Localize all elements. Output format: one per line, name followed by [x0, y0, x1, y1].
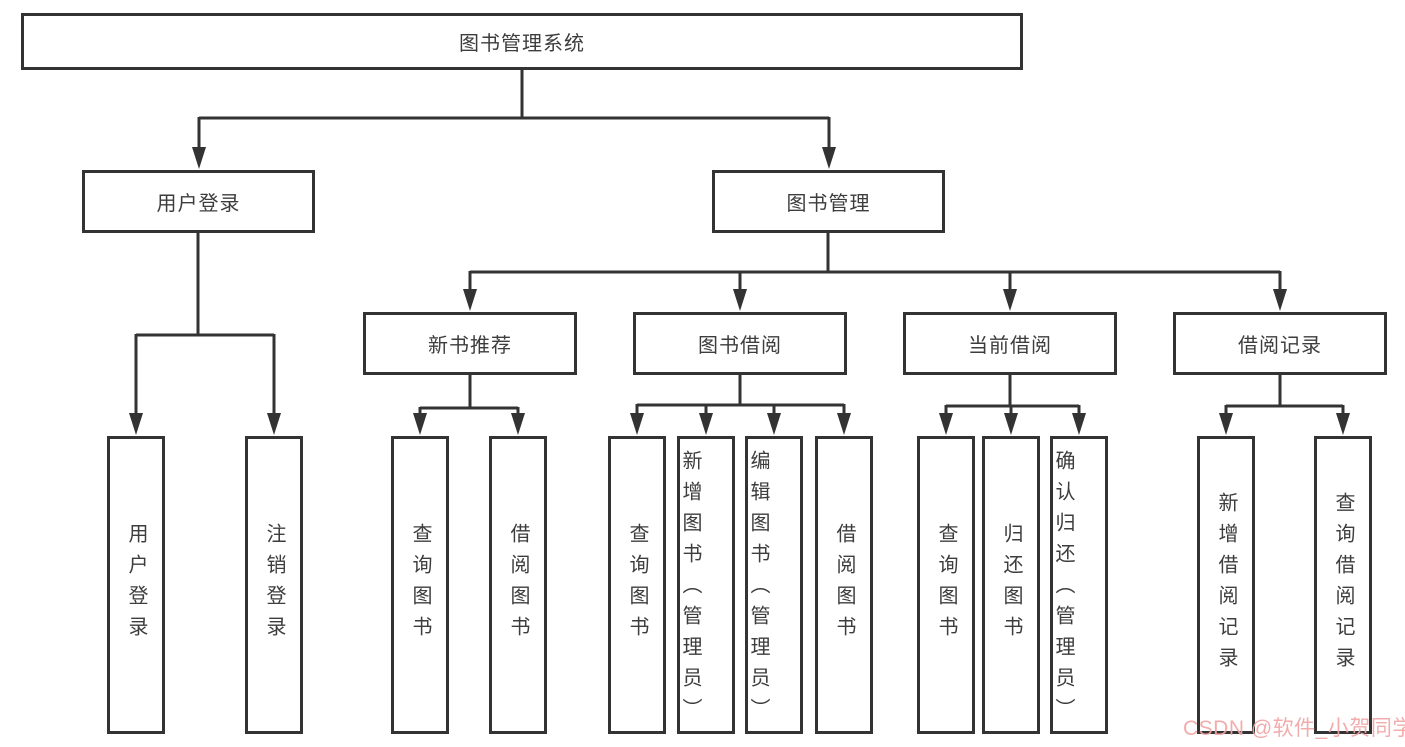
leaf-query-books-borrow: 查询图书: [608, 436, 666, 734]
leaf-borrow-books-label: 借阅图书: [833, 523, 855, 647]
leaf-query-books-recommend-label: 查询图书: [409, 523, 431, 647]
csdn-watermark: CSDN @软件_小贺同学: [1183, 717, 1405, 740]
leaf-add-borrow-record: 新增借阅记录: [1197, 436, 1255, 734]
node-book-management: 图书管理: [712, 170, 945, 233]
node-user-login-label: 用户登录: [156, 193, 241, 215]
leaf-logout: 注销登录: [245, 436, 303, 734]
node-current-borrow: 当前借阅: [903, 312, 1117, 375]
leaf-query-books-current-label: 查询图书: [935, 523, 957, 647]
leaf-query-borrow-record: 查询借阅记录: [1314, 436, 1372, 734]
leaf-return-books: 归还图书: [982, 436, 1040, 734]
leaf-query-books-borrow-label: 查询图书: [626, 523, 648, 647]
leaf-borrow-books-recommend-label: 借阅图书: [507, 523, 529, 647]
node-new-book-recommend: 新书推荐: [363, 312, 577, 375]
node-new-book-recommend-label: 新书推荐: [428, 335, 512, 357]
node-user-login: 用户登录: [82, 170, 315, 233]
node-book-management-label: 图书管理: [786, 193, 871, 215]
node-borrow-records: 借阅记录: [1173, 312, 1387, 375]
leaf-return-books-label: 归还图书: [1000, 523, 1022, 647]
leaf-add-book-admin-label: 新增图书（管理员）: [679, 449, 701, 729]
leaf-borrow-books-recommend: 借阅图书: [489, 436, 547, 734]
node-borrow-records-label: 借阅记录: [1238, 335, 1322, 357]
leaf-logout-label: 注销登录: [263, 523, 285, 647]
node-root-label: 图书管理系统: [459, 33, 585, 55]
leaf-user-login-label: 用户登录: [125, 523, 147, 647]
leaf-query-books-current: 查询图书: [917, 436, 975, 734]
leaf-query-borrow-record-label: 查询借阅记录: [1332, 492, 1354, 678]
leaf-add-book-admin: 新增图书（管理员）: [677, 436, 735, 734]
node-root: 图书管理系统: [21, 13, 1023, 70]
node-book-borrow-label: 图书借阅: [698, 335, 782, 357]
leaf-edit-book-admin-label: 编辑图书（管理员）: [747, 449, 769, 729]
leaf-user-login: 用户登录: [107, 436, 165, 734]
leaf-confirm-return-admin: 确认归还（管理员）: [1050, 436, 1108, 734]
node-book-borrow: 图书借阅: [633, 312, 847, 375]
leaf-confirm-return-admin-label: 确认归还（管理员）: [1052, 449, 1074, 729]
leaf-borrow-books: 借阅图书: [815, 436, 873, 734]
leaf-add-borrow-record-label: 新增借阅记录: [1215, 492, 1237, 678]
node-current-borrow-label: 当前借阅: [968, 335, 1052, 357]
leaf-edit-book-admin: 编辑图书（管理员）: [745, 436, 803, 734]
leaf-query-books-recommend: 查询图书: [391, 436, 449, 734]
